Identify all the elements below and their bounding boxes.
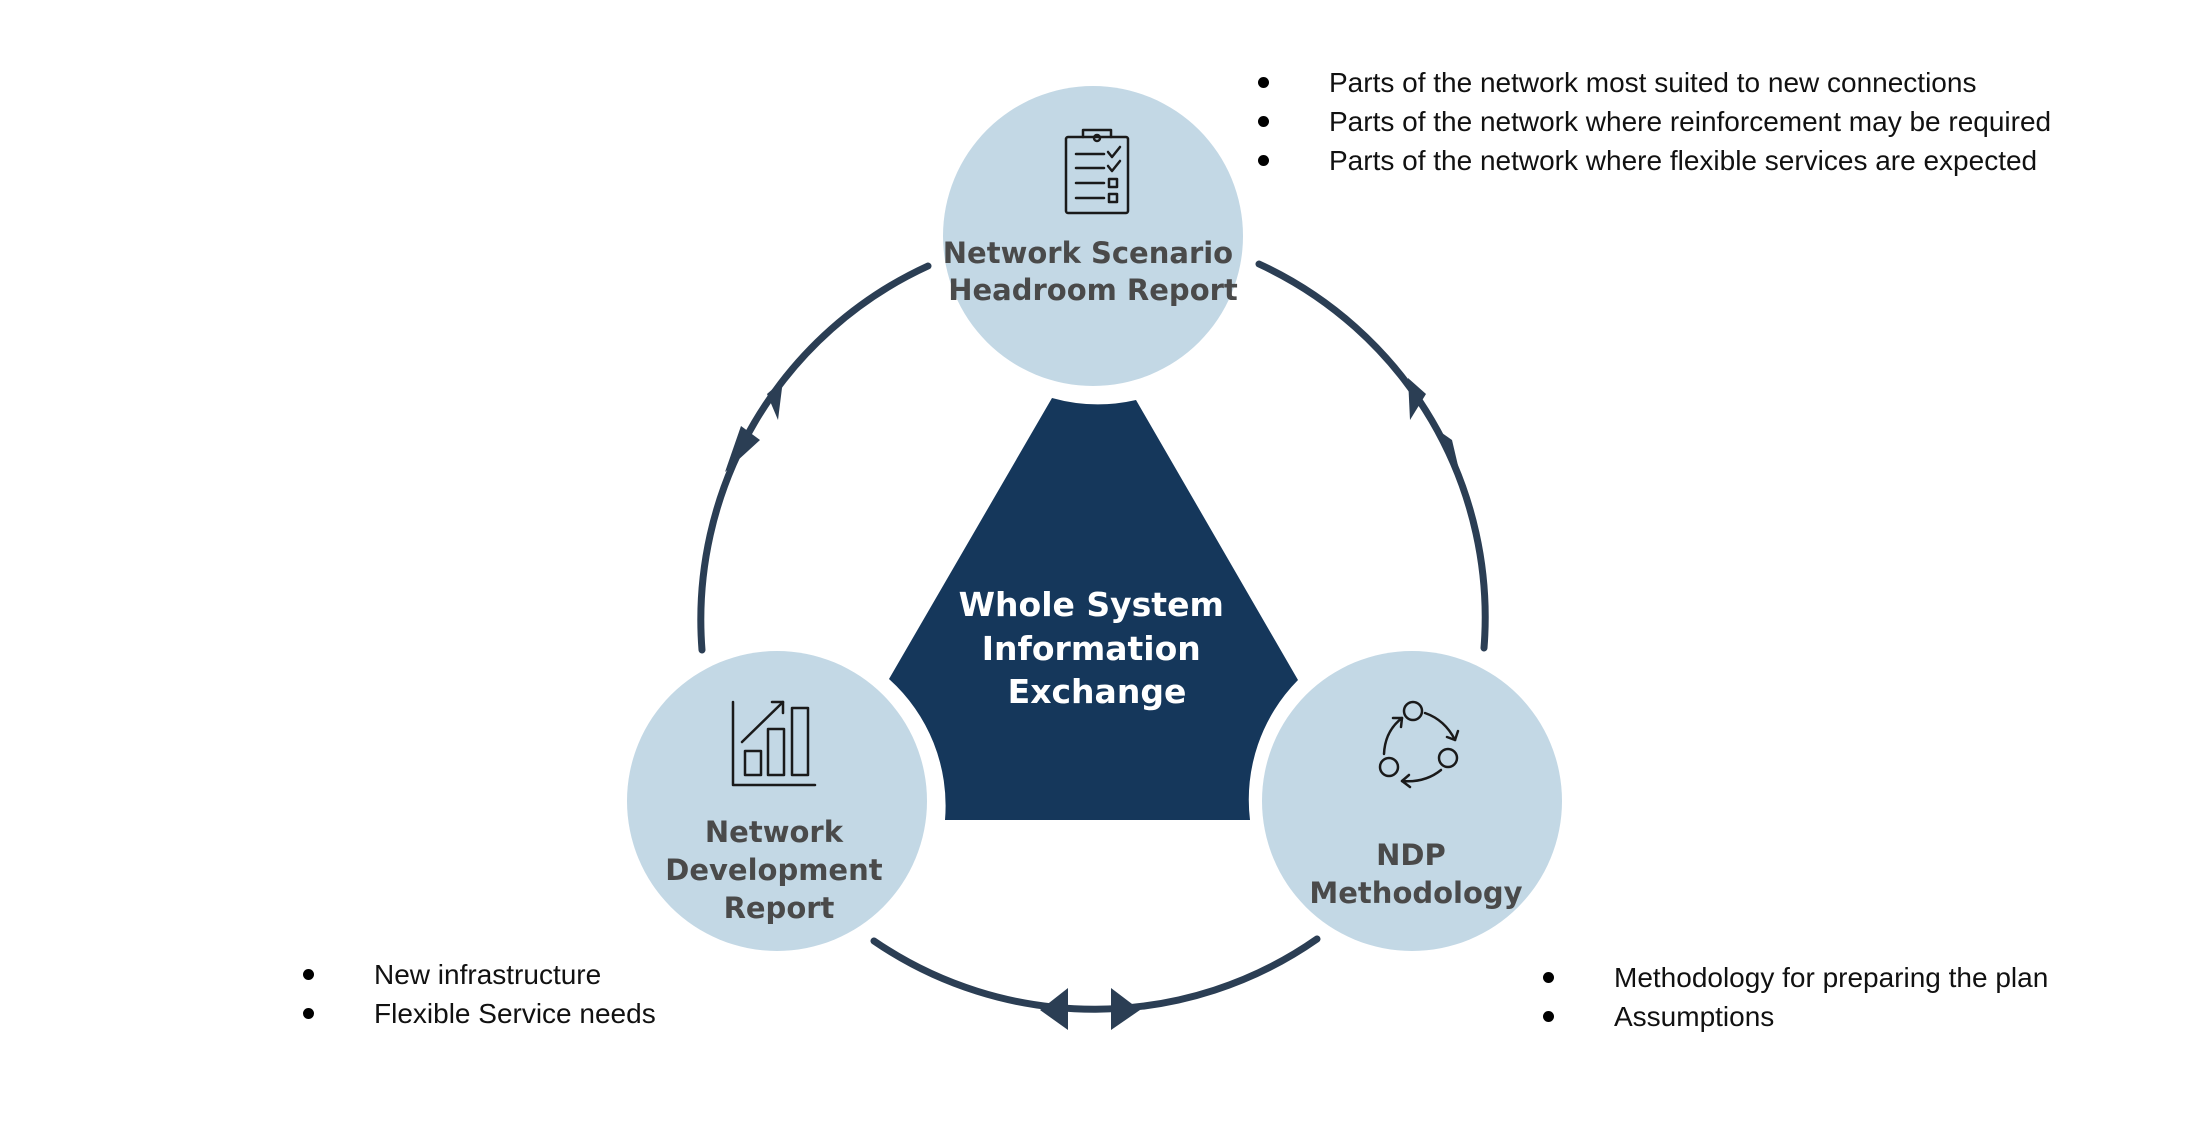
bullet-text: Assumptions: [1614, 1001, 1775, 1032]
arc-bottom: [870, 935, 1321, 1013]
bullets-top: Parts of the network most suited to new …: [1258, 63, 2051, 180]
node-circle: [943, 86, 1243, 386]
bullet-text: Methodology for preparing the plan: [1614, 962, 2049, 993]
arrowhead-up-left: [767, 380, 783, 420]
list-item: New infrastructure: [303, 955, 656, 994]
node-network-development-report: Network Development Report: [627, 651, 927, 951]
node-left-label-line-3: Report: [724, 891, 835, 925]
list-item: Methodology for preparing the plan: [1543, 958, 2048, 997]
node-ndp-methodology: NDP Methodology: [1262, 651, 1562, 951]
arrowhead-down-left: [725, 426, 760, 472]
svg-text:Network Development: Network Development Report: [665, 815, 892, 925]
arc-top-left: [697, 262, 932, 654]
bullet-text: Parts of the network where reinforcement…: [1329, 106, 2052, 137]
svg-text:NDP Methodology: NDP Methodology: [1309, 838, 1522, 910]
arrowhead-down-right: [1432, 426, 1460, 474]
bullet-dot: [1543, 1011, 1554, 1022]
list-item: Flexible Service needs: [303, 994, 656, 1033]
bullet-dot: [303, 1008, 314, 1019]
node-network-scenario-headroom-report: Network Scenario Headroom Report: [943, 86, 1243, 386]
clipboard-checklist-icon: [1064, 128, 1130, 215]
cycle-arrows: [697, 260, 1489, 1013]
list-item: Assumptions: [1543, 997, 2048, 1036]
center-label-line-2: Information: [982, 629, 1201, 668]
arc-top-right: [1255, 260, 1489, 652]
center-label-line-1: Whole System: [959, 585, 1224, 624]
center-node: Whole System Information Exchange: [889, 398, 1298, 820]
arrowhead-bottom-right: [1111, 988, 1140, 1030]
bullet-text: Parts of the network where flexible serv…: [1329, 145, 2038, 176]
cycle-icon: [1378, 700, 1460, 789]
bullet-dot: [1258, 77, 1269, 88]
bullet-dot: [1258, 116, 1269, 127]
list-item: Parts of the network most suited to new …: [1258, 63, 2051, 102]
bullet-text: New infrastructure: [374, 959, 602, 990]
node-right-label-line-2: Methodology: [1309, 876, 1522, 910]
node-left-label-line-2: Development: [665, 853, 882, 887]
node-top-label-line-1: Network Scenario: [943, 236, 1233, 270]
arrowheads: [725, 378, 1460, 1030]
node-circle: [1262, 651, 1562, 951]
node-left-label-line-1: Network: [705, 815, 844, 849]
node-right-label-line-1: NDP: [1376, 838, 1446, 872]
bullet-text: Parts of the network most suited to new …: [1329, 67, 1977, 98]
center-shape: [889, 398, 1298, 820]
bar-chart-growth-icon: [731, 700, 817, 787]
arrowhead-bottom-left: [1040, 988, 1068, 1030]
bullets-left: New infrastructure Flexible Service need…: [303, 955, 656, 1033]
svg-text:Whole System Information: Whole System Information Exchange: [959, 585, 1236, 711]
arrowhead-up-right: [1408, 378, 1426, 420]
node-top-label-line-2: Headroom Report: [948, 273, 1238, 307]
bullet-dot: [1258, 155, 1269, 166]
bullet-text: Flexible Service needs: [374, 998, 656, 1029]
list-item: Parts of the network where reinforcement…: [1258, 102, 2051, 141]
center-label-line-3: Exchange: [1008, 672, 1187, 711]
bullet-dot: [1543, 972, 1554, 983]
bullets-right: Methodology for preparing the plan Assum…: [1543, 958, 2048, 1036]
node-circle: [627, 651, 927, 951]
bullet-dot: [303, 969, 314, 980]
svg-text:Network Scenario Headroo: Network Scenario Headroom Report: [943, 236, 1243, 307]
list-item: Parts of the network where flexible serv…: [1258, 141, 2051, 180]
